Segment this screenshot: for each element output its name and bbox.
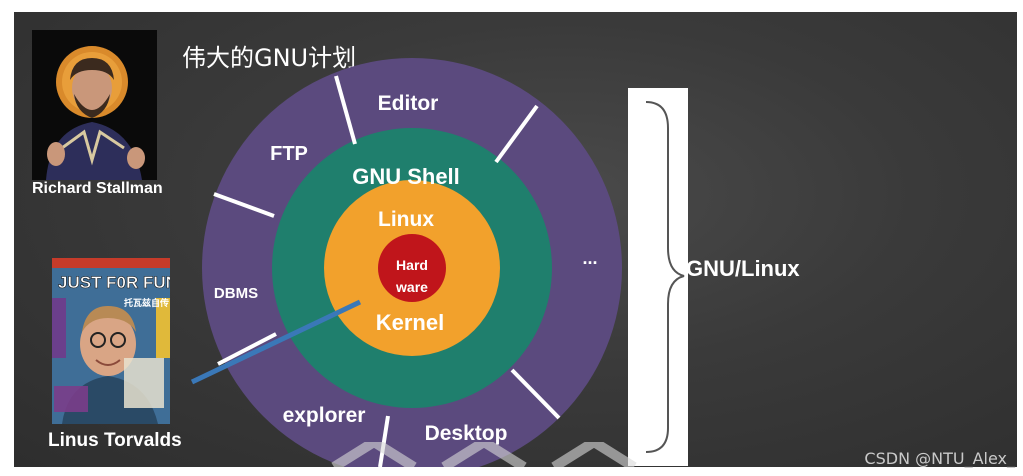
richard-stallman-photo [32,30,157,180]
divider-line [217,332,277,366]
watermark: CSDN @NTU_Alex_ [864,449,1015,468]
book-cover-title: JUST F0R FUN [58,273,170,292]
label-dbms: DBMS [214,285,258,302]
book-subtitle: 托瓦兹自传 [124,297,169,308]
divider-line [213,192,275,218]
curly-brace-icon [645,101,685,453]
label-kernel: Kernel [376,310,444,335]
brace-panel [628,88,688,466]
label-gnu-shell: GNU Shell [352,164,460,189]
gnu-linux-ring-diagram: Editor FTP DBMS explorer Desktop ... GNU… [190,58,622,467]
chalkboard-background: Richard Stallman JUST F0R FUN 托瓦兹自传 Linu… [14,12,1017,467]
divider-line [494,104,539,164]
chalk-decoration [331,442,637,467]
label-hardware-line1: Hard [396,257,428,273]
divider-line [378,415,390,467]
label-editor: Editor [378,92,439,115]
page-title: 伟大的GNU计划 [182,44,357,72]
just-for-fun-book-cover: JUST F0R FUN 托瓦兹自传 [52,258,170,424]
label-ftp: FTP [270,143,308,165]
label-explorer: explorer [283,404,366,427]
torvalds-caption: Linus Torvalds [48,430,182,451]
label-desktop: Desktop [425,422,508,445]
gnu-linux-label: GNU/Linux [686,256,800,281]
stallman-caption: Richard Stallman [32,180,163,197]
label-linux: Linux [378,208,434,231]
label-ellipsis: ... [582,248,597,268]
divider-line [334,75,357,145]
label-hardware-line2: ware [395,279,428,295]
pointer-line [190,299,362,385]
hardware-core [378,234,446,302]
divider-line [510,368,561,420]
